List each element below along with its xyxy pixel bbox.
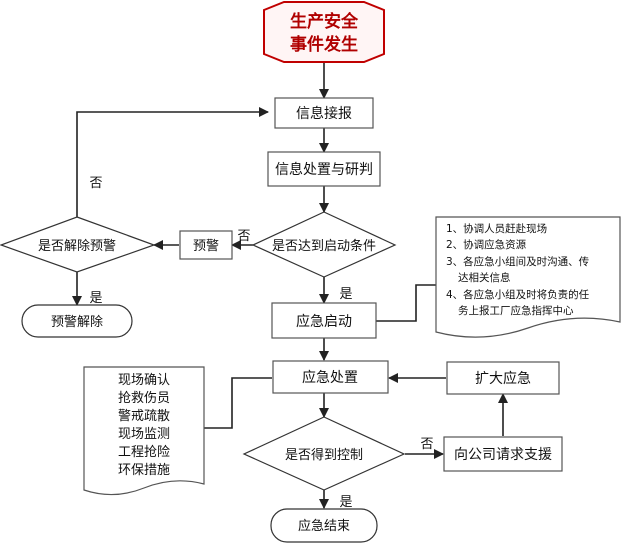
- decision-lift-diamond: [0, 216, 156, 273]
- decision-lift-label: 是否解除预警: [38, 238, 116, 254]
- handle-action-3: 警戒疏散: [118, 408, 170, 424]
- decision-control-label: 是否得到控制: [285, 447, 363, 463]
- info-report-box: [274, 97, 374, 129]
- start-action-4b: 务上报工厂应急指挥中心: [458, 304, 574, 317]
- start-action-2: 2、协调应急资源: [446, 238, 527, 251]
- edge-label-control-yes: 是: [339, 495, 352, 510]
- arrow-lift-no-loop: [76, 107, 269, 217]
- start-event-line1: 生产安全: [290, 11, 359, 32]
- edge-label-control-no: 否: [420, 437, 433, 452]
- request-support-label: 向公司请求支援: [454, 447, 552, 463]
- emergency-handle-label: 应急处置: [302, 369, 358, 386]
- expand-label: 扩大应急: [475, 370, 531, 387]
- emergency-start-box: [271, 302, 377, 339]
- decision-start-diamond: [251, 211, 397, 278]
- start-action-3a: 3、各应急小组间及时沟通、传: [446, 255, 589, 268]
- end-terminator: [270, 508, 378, 543]
- handle-action-6: 环保措施: [118, 463, 170, 478]
- start-event-line2: 事件发生: [290, 34, 358, 55]
- decision-control-diamond: [242, 416, 406, 491]
- edge-label-lift-yes: 是: [89, 291, 102, 306]
- emergency-start-label: 应急启动: [296, 313, 352, 330]
- warning-lifted-label: 预警解除: [51, 314, 103, 330]
- handle-action-5: 工程抢险: [118, 444, 170, 460]
- warning-label: 预警: [193, 238, 219, 254]
- emergency-handle-box: [272, 360, 389, 394]
- warning-box: [179, 230, 233, 260]
- start-action-4a: 4、各应急小组及时将负责的任: [446, 288, 590, 301]
- warning-lifted-terminator: [21, 304, 133, 338]
- connector-start-notes: [376, 284, 436, 322]
- handle-action-2: 抢救伤员: [118, 390, 170, 406]
- info-judge-label: 信息处置与研判: [275, 161, 373, 178]
- request-support-box: [443, 436, 563, 472]
- handle-action-4: 现场监测: [118, 427, 170, 442]
- expand-box: [446, 361, 560, 395]
- edge-label-start-yes: 是: [339, 287, 352, 302]
- connectors: [72, 62, 508, 509]
- edge-label-lift-no: 否: [89, 176, 102, 191]
- start-actions-note: [435, 216, 621, 338]
- start-action-1: 1、协调人员赶赴现场: [446, 222, 547, 235]
- start-event-hexagon: [263, 0, 385, 63]
- connector-handle-notes: [204, 377, 272, 429]
- info-report-label: 信息接报: [296, 105, 352, 122]
- end-label: 应急结束: [298, 518, 350, 534]
- info-judge-box: [267, 151, 381, 187]
- edge-label-start-no: 否: [237, 229, 250, 244]
- start-action-3b: 达相关信息: [458, 271, 511, 284]
- decision-start-label: 是否达到启动条件: [272, 238, 376, 254]
- handle-action-1: 现场确认: [118, 373, 170, 388]
- handle-actions-note: [83, 366, 205, 496]
